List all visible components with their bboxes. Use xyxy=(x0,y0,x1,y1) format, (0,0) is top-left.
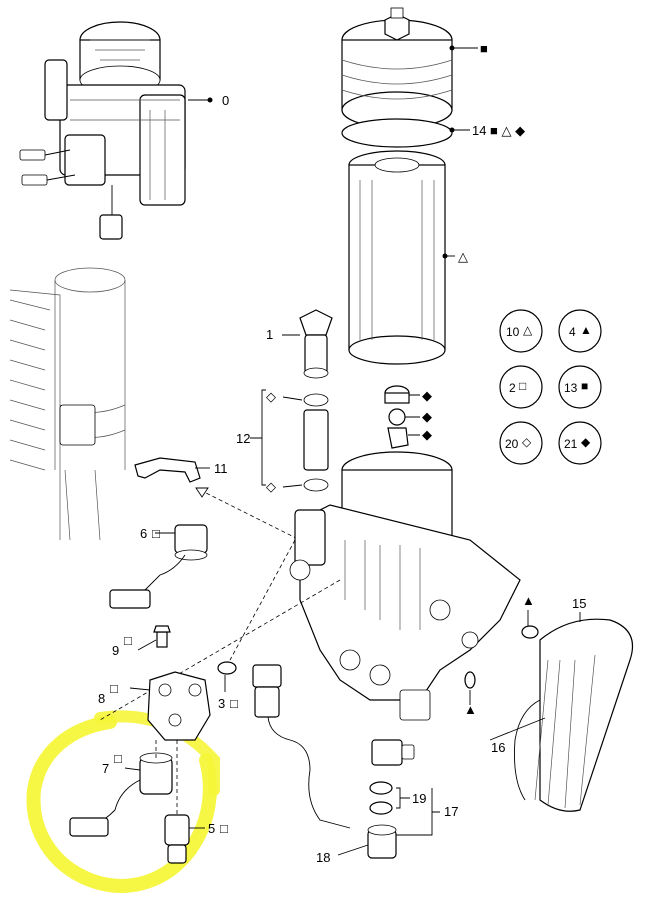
arrow-11 xyxy=(199,489,301,541)
callout-11: 11 xyxy=(214,461,228,476)
callout-19: 19 xyxy=(412,791,426,806)
callout-14-symbols: ■ △ ◆ xyxy=(490,123,525,138)
o-ring-right-2 xyxy=(464,671,476,689)
callout-14: 14 xyxy=(472,123,486,138)
leader-7 xyxy=(124,767,141,771)
tube-assembly-12 xyxy=(303,393,329,492)
bolt-9 xyxy=(153,625,171,648)
leader-9 xyxy=(137,639,157,651)
heater-cable-assembly xyxy=(252,664,397,859)
solenoid-7 xyxy=(69,752,173,837)
leader-triangles xyxy=(469,610,529,705)
legend-20-symbol: ◇ xyxy=(522,435,532,449)
callout-8-symbol: □ xyxy=(110,681,118,696)
callout-diamond-r3: ◆ xyxy=(422,427,432,442)
leader-diamonds-right xyxy=(405,394,420,436)
callout-5-symbol: □ xyxy=(220,821,228,836)
callout-diamond-r2: ◆ xyxy=(422,409,432,424)
legend-10-symbol: △ xyxy=(523,323,533,337)
small-parts-right xyxy=(384,385,410,449)
leader-18 xyxy=(337,844,369,856)
legend-4-symbol: ▲ xyxy=(580,323,592,337)
callout-15: 15 xyxy=(572,596,586,611)
callout-13-symbol: ■ xyxy=(480,41,488,56)
callout-9-symbol: □ xyxy=(124,633,132,648)
clip-11 xyxy=(134,457,201,483)
sensor-6 xyxy=(109,524,208,609)
legend-21-symbol: ◆ xyxy=(581,435,591,449)
callout-3-symbol: □ xyxy=(230,696,238,711)
legend-13-number: 13 xyxy=(564,381,578,395)
legend-21-number: 21 xyxy=(564,437,578,451)
callout-diamond-lower: ◇ xyxy=(266,479,276,494)
callout-18: 18 xyxy=(316,850,330,865)
filter-element xyxy=(348,150,446,365)
legend-4-number: 4 xyxy=(569,325,576,339)
callout-17: 17 xyxy=(444,804,458,819)
callout-6: 6 xyxy=(140,526,147,541)
leader-8 xyxy=(129,687,151,691)
legend-20-number: 20 xyxy=(505,437,519,451)
assembled-filter-module xyxy=(19,21,186,240)
legend-13-symbol: ■ xyxy=(581,379,588,393)
leader-diamonds xyxy=(282,396,303,488)
bracket-12 xyxy=(250,389,266,486)
main-housing xyxy=(99,451,521,721)
bracket-19 xyxy=(396,787,410,809)
callout-16: 16 xyxy=(491,740,505,755)
reservoir-15 xyxy=(514,618,634,812)
callout-filled-triangle-1: ▲ xyxy=(522,593,535,608)
callout-diamond-r1: ◆ xyxy=(422,388,432,403)
sensor-5 xyxy=(164,814,190,864)
highlight-marker xyxy=(26,715,217,893)
callout-9: 9 xyxy=(112,643,119,658)
callout-7: 7 xyxy=(102,761,109,776)
callout-triangle: △ xyxy=(458,249,468,264)
callout-12: 12 xyxy=(236,431,250,446)
callout-diamond-upper: ◇ xyxy=(266,389,276,404)
legend-2-number: 2 xyxy=(509,381,516,395)
o-ring-right-1 xyxy=(521,625,539,639)
o-ring-3 xyxy=(217,661,237,675)
callout-0: 0 xyxy=(222,93,229,108)
legend-10-number: 10 xyxy=(506,325,520,339)
valve-insert-1 xyxy=(299,309,333,379)
callout-3: 3 xyxy=(218,696,225,711)
legend xyxy=(499,309,602,465)
callout-1: 1 xyxy=(266,327,273,342)
callout-8: 8 xyxy=(98,691,105,706)
callout-filled-triangle-2: ▲ xyxy=(464,702,477,717)
ghost-housing xyxy=(9,267,126,541)
callout-7-symbol: □ xyxy=(114,751,122,766)
leader-16 xyxy=(489,717,546,741)
bracket-17 xyxy=(396,788,440,836)
callout-5: 5 xyxy=(208,821,215,836)
legend-2-symbol: □ xyxy=(519,379,526,393)
valve-block-8 xyxy=(147,671,211,741)
callout-6-symbol: □ xyxy=(152,526,160,541)
connector-plug xyxy=(371,739,415,766)
filter-cap xyxy=(341,7,453,129)
seal-ring-14 xyxy=(341,118,453,148)
